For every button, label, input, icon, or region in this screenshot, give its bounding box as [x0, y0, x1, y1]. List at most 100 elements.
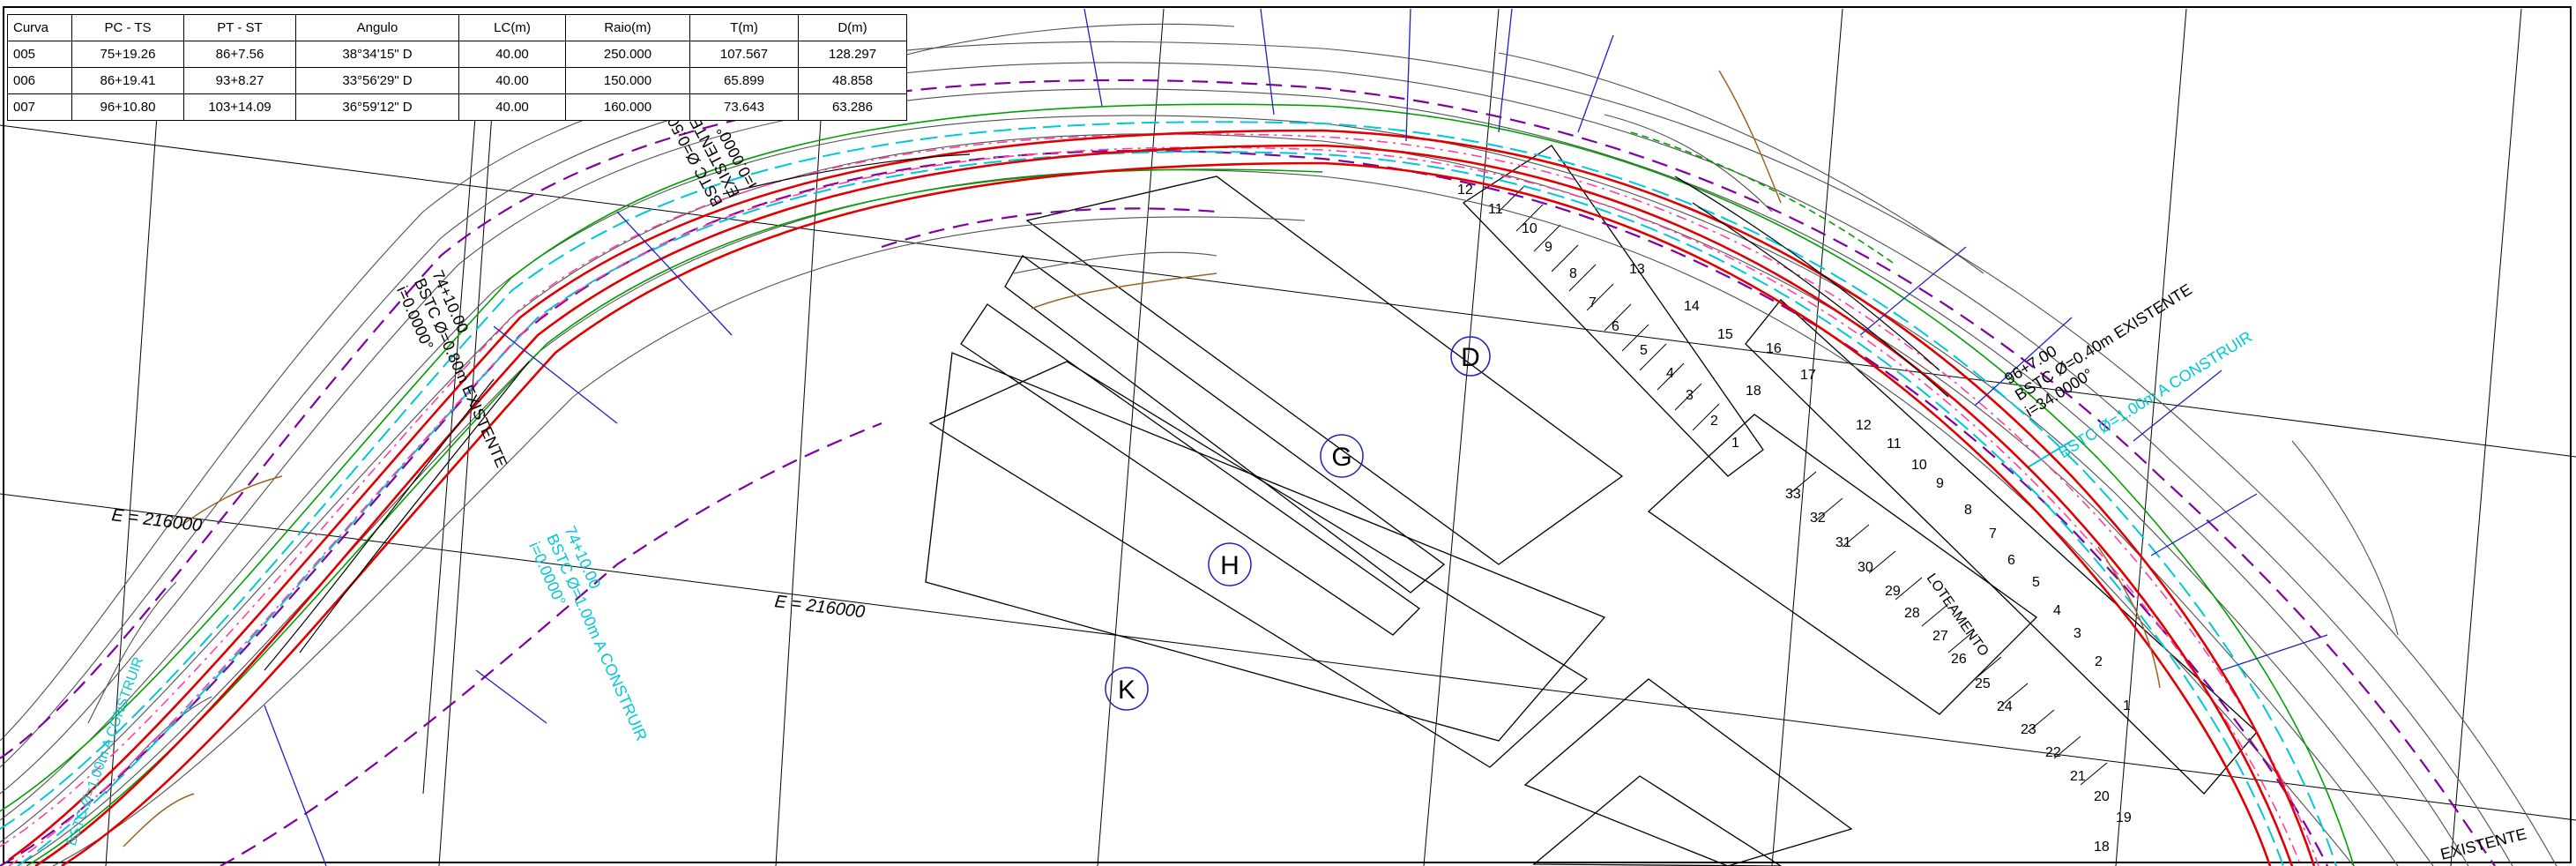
header-t: T(m)	[689, 14, 799, 41]
header-pt-st: PT - ST	[183, 14, 296, 41]
svg-text:30: 30	[1858, 560, 1873, 575]
drawing-frame	[3, 6, 2572, 863]
svg-text:D: D	[1461, 343, 1480, 372]
cell-pt-st: 103+14.09	[183, 93, 296, 121]
cell-pc-ts: 75+19.26	[71, 41, 184, 68]
header-d: D(m)	[798, 14, 907, 41]
svg-text:5: 5	[2032, 575, 2040, 590]
svg-text:21: 21	[2070, 769, 2086, 784]
cell-lc: 40.00	[458, 93, 566, 121]
svg-text:3: 3	[2073, 626, 2081, 641]
svg-text:20: 20	[2094, 789, 2110, 804]
svg-text:11: 11	[1887, 437, 1902, 452]
svg-text:4: 4	[2053, 603, 2061, 618]
header-curva: Curva	[7, 14, 72, 41]
cell-curva: 006	[7, 67, 72, 94]
loteamento-label: LOTEAMENTO	[1924, 571, 1992, 660]
svg-text:K: K	[1118, 676, 1135, 705]
road-alignment	[8, 129, 2316, 866]
svg-text:8: 8	[1964, 503, 1972, 518]
svg-text:18: 18	[2094, 840, 2110, 855]
svg-text:6: 6	[2007, 553, 2015, 568]
table-row: 006 86+19.41 93+8.27 33°56'29" D 40.00 1…	[7, 67, 907, 94]
svg-text:6: 6	[1612, 319, 1619, 334]
svg-text:27: 27	[1932, 629, 1948, 644]
cell-t: 73.643	[689, 93, 799, 121]
svg-text:23: 23	[2021, 722, 2036, 737]
culvert-center-new: 74+10.00 BSTC Ø=1.00m A CONSTRUIR i=0.00…	[525, 523, 651, 743]
cell-angulo: 36°59'12" D	[295, 93, 459, 121]
table-row: 007 96+10.80 103+14.09 36°59'12" D 40.00…	[7, 93, 907, 121]
cell-lc: 40.00	[458, 41, 566, 68]
svg-text:29: 29	[1885, 584, 1901, 599]
brown-lines	[123, 70, 2161, 847]
cell-pt-st: 86+7.56	[183, 41, 296, 68]
cell-t: 107.567	[689, 41, 799, 68]
svg-text:4: 4	[1666, 366, 1674, 381]
cell-angulo: 38°34'15" D	[295, 41, 459, 68]
cell-angulo: 33°56'29" D	[295, 67, 459, 94]
cell-pc-ts: 96+10.80	[71, 93, 184, 121]
header-angulo: Angulo	[295, 14, 459, 41]
coordinate-grid	[0, 8, 2576, 866]
svg-text:15: 15	[1717, 327, 1733, 342]
svg-text:19: 19	[2116, 810, 2132, 825]
svg-text:26: 26	[1951, 652, 1967, 667]
offset-lines	[0, 133, 2319, 866]
table-row: 005 75+19.26 86+7.56 38°34'15" D 40.00 2…	[7, 41, 907, 68]
svg-text:14: 14	[1684, 299, 1700, 314]
svg-text:13: 13	[1629, 262, 1645, 277]
svg-text:9: 9	[1545, 240, 1552, 255]
svg-text:3: 3	[1686, 388, 1694, 403]
svg-text:28: 28	[1904, 606, 1920, 621]
svg-text:H: H	[1220, 551, 1240, 580]
cell-d: 63.286	[798, 93, 907, 121]
right-of-way-boundary	[0, 78, 2496, 866]
svg-text:2: 2	[2095, 654, 2103, 669]
svg-text:17: 17	[1800, 368, 1816, 383]
svg-text:1: 1	[1731, 436, 1739, 451]
cell-curva: 007	[7, 93, 72, 121]
svg-text:11: 11	[1488, 202, 1503, 217]
block-label-h: H	[1208, 542, 1252, 586]
svg-text:7: 7	[1589, 295, 1597, 310]
subdivision-blocks	[925, 145, 2258, 866]
cell-t: 65.899	[689, 67, 799, 94]
cell-curva: 005	[7, 41, 72, 68]
cell-d: 128.297	[798, 41, 907, 68]
svg-text:7: 7	[1989, 526, 1997, 541]
cell-pc-ts: 86+19.41	[71, 67, 184, 94]
header-raio: Raio(m)	[565, 14, 690, 41]
cell-pt-st: 93+8.27	[183, 67, 296, 94]
block-label-d: D	[1450, 336, 1491, 377]
svg-text:16: 16	[1766, 341, 1782, 356]
svg-text:18: 18	[1746, 384, 1761, 399]
lot-numbers-lower: 12 11 10 9 8 7 6 5 4 3 2 1 33 32 31 30 2…	[1785, 418, 2132, 855]
svg-text:32: 32	[1810, 511, 1826, 526]
platform-edges	[0, 121, 2337, 866]
cell-raio: 250.000	[565, 41, 690, 68]
curve-table-header: Curva PC - TS PT - ST Angulo LC(m) Raio(…	[7, 14, 907, 41]
block-label-g: G	[1320, 434, 1364, 478]
svg-text:12: 12	[1856, 418, 1872, 433]
svg-text:25: 25	[1975, 676, 1991, 691]
lot-numbers-upper: 12 11 10 9 8 7 6 5 4 3 2 1 13 14 15 16 1…	[1457, 183, 1816, 451]
svg-text:22: 22	[2045, 745, 2061, 760]
culvert-bottom-right: EXISTENTE	[2438, 825, 2528, 863]
header-lc: LC(m)	[458, 14, 566, 41]
contour-lines	[0, 23, 2557, 866]
svg-text:5: 5	[1640, 343, 1648, 358]
svg-text:12: 12	[1457, 183, 1473, 198]
svg-text:EXISTENTE: EXISTENTE	[2438, 825, 2528, 863]
curve-table: Curva PC - TS PT - ST Angulo LC(m) Raio(…	[7, 14, 907, 121]
svg-text:8: 8	[1569, 266, 1577, 281]
svg-text:G: G	[1331, 443, 1351, 472]
grid-label-left: E = 216000	[110, 505, 203, 535]
cell-raio: 150.000	[565, 67, 690, 94]
cell-lc: 40.00	[458, 67, 566, 94]
road-details	[264, 153, 1949, 671]
svg-text:24: 24	[1997, 699, 2013, 714]
header-pc-ts: PC - TS	[71, 14, 184, 41]
cell-raio: 160.000	[565, 93, 690, 121]
